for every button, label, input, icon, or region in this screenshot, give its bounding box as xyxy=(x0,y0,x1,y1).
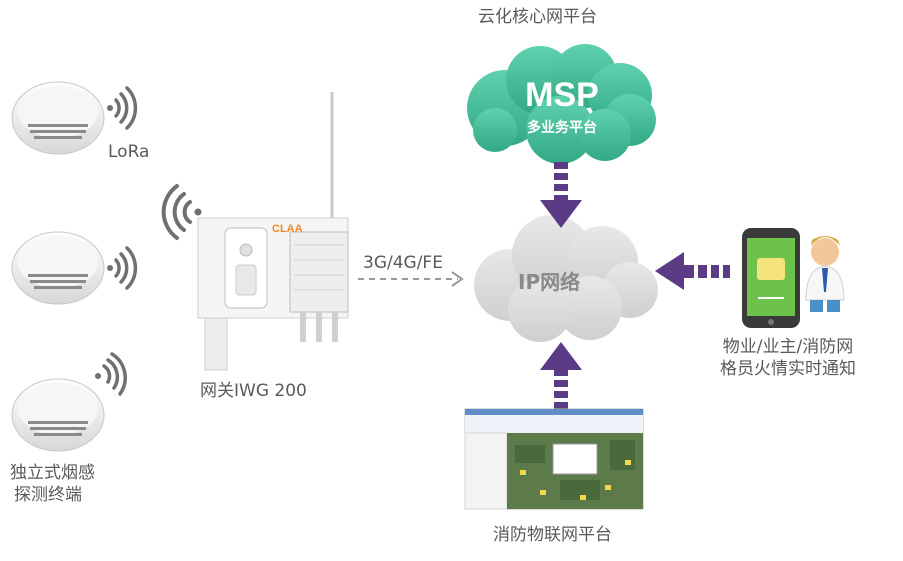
link-label: 3G/4G/FE xyxy=(363,253,443,273)
smoke-detector-3 xyxy=(11,378,105,452)
mobile-phone xyxy=(742,228,800,328)
iot-platform-screenshot xyxy=(464,408,644,510)
lora-label: LoRa xyxy=(108,142,150,162)
gateway-brand: CLAA xyxy=(272,223,303,235)
gateway-device xyxy=(197,92,349,371)
signal-icon xyxy=(107,246,138,290)
arrow-platform-to-network xyxy=(540,342,582,409)
ip-network-label: IP网络 xyxy=(518,270,581,294)
signal-icon xyxy=(161,184,202,240)
gateway-label: 网关IWG 200 xyxy=(200,381,307,401)
link-arrow xyxy=(358,271,464,287)
notify-label-line-2: 格员火情实时通知 xyxy=(720,359,856,379)
person-icon xyxy=(805,236,845,312)
notify-label: 物业/业主/消防网 格员火情实时通知 xyxy=(720,336,856,380)
smoke-detector-1 xyxy=(11,81,105,155)
detector-label: 独立式烟感 探测终端 xyxy=(10,462,95,506)
notify-label-line-1: 物业/业主/消防网 xyxy=(722,337,854,357)
signal-icon xyxy=(107,86,138,130)
msp-subtitle: 多业务平台 xyxy=(527,120,597,136)
msp-cloud xyxy=(467,44,656,164)
arrow-phone-to-network xyxy=(655,252,730,290)
iot-platform-label: 消防物联网平台 xyxy=(493,525,612,545)
signal-icon xyxy=(95,352,127,396)
msp-title: MSP xyxy=(525,76,599,114)
ip-network-cloud xyxy=(474,215,658,342)
detector-label-line-1: 独立式烟感 xyxy=(10,463,95,483)
arrow-msp-to-network xyxy=(540,162,582,228)
smoke-detector-2 xyxy=(11,231,105,305)
detector-label-line-2: 探测终端 xyxy=(14,485,82,505)
cloud-core-network-title: 云化核心网平台 xyxy=(478,7,597,27)
